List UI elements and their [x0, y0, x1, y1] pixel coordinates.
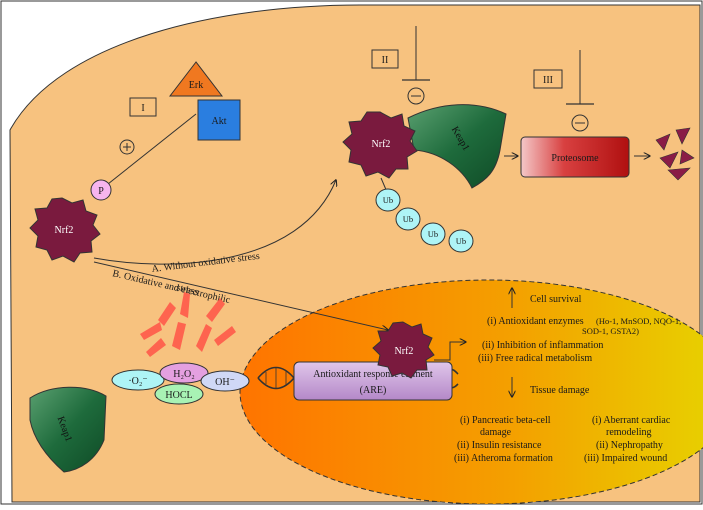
degraded-fragments — [655, 127, 695, 181]
nucleus — [239, 279, 703, 505]
ub-circle-3: Ub — [420, 222, 446, 246]
svg-text:Erk: Erk — [189, 80, 203, 91]
svg-text:Proteosome: Proteosome — [551, 153, 599, 164]
roman-ii-box: II — [371, 49, 399, 69]
damage-right-ii: (ii) Nephropathy — [596, 440, 663, 451]
svg-text:Nrf2: Nrf2 — [372, 139, 391, 150]
damage-left-ii: (ii) Insulin resistance — [457, 440, 542, 451]
are-output-arrow — [434, 342, 466, 361]
damage-right-i: (i) Aberrant cardiac — [592, 415, 671, 426]
svg-text:Ub: Ub — [456, 236, 466, 246]
are-box: Antioxidant response element (ARE) — [293, 361, 453, 401]
keap1-bound: Keap1 — [407, 104, 507, 189]
svg-text:Antioxidant response element: Antioxidant response element — [313, 369, 433, 380]
ros-burst — [140, 292, 236, 357]
svg-text:III: III — [543, 75, 553, 86]
nrf2-cytoplasm: Nrf2 — [29, 197, 101, 263]
tissue-damage-label: Tissue damage — [530, 385, 590, 396]
svg-text:Akt: Akt — [212, 116, 227, 127]
svg-text:H₂O₂: H₂O₂ — [173, 369, 194, 380]
activation-line — [107, 113, 197, 185]
pathway-a-arrow — [93, 180, 336, 265]
erk-triangle: Erk — [168, 61, 224, 97]
ub-circle-1: Ub — [375, 188, 401, 212]
roman-i-box: I — [129, 97, 157, 117]
keap1-free: Keap1 — [29, 386, 107, 473]
ros-hocl: HOCL — [154, 383, 204, 405]
svg-text:I: I — [141, 103, 144, 114]
damage-right-i-cont: remodeling — [606, 427, 652, 438]
minus-icon-ii — [407, 87, 425, 105]
pathway-b-arrow — [93, 261, 388, 330]
nrf2-bound: Nrf2 — [342, 111, 418, 179]
svg-text:·O₂⁻: ·O₂⁻ — [128, 376, 147, 387]
svg-text:Ub: Ub — [383, 195, 393, 205]
damage-left-i: (i) Pancreatic beta-cell — [460, 415, 551, 426]
roman-iii-box: III — [533, 69, 563, 89]
proteosome: Proteosome — [520, 136, 630, 178]
svg-text:Ub: Ub — [403, 214, 413, 224]
minus-icon-iii — [571, 114, 589, 132]
svg-text:OH⁻: OH⁻ — [215, 377, 235, 388]
pathway-b-label-2: stress — [175, 282, 199, 298]
cell-survival-label: Cell survival — [530, 294, 582, 305]
ros-oh: OH⁻ — [200, 370, 250, 392]
survival-item-i-detail: (Ho-1, MnSOD, NQO-1, — [596, 316, 681, 326]
damage-left-iii: (iii) Atheroma formation — [454, 453, 553, 464]
damage-right-iii: (iii) Impaired wound — [584, 453, 667, 464]
svg-text:P: P — [98, 186, 104, 197]
ros-h2o2: H₂O₂ — [159, 362, 209, 384]
survival-item-ii: (ii) Inhibition of inflammation — [482, 340, 603, 351]
svg-text:Nrf2: Nrf2 — [395, 346, 414, 357]
survival-item-iii: (iii) Free radical metabolism — [478, 353, 592, 364]
svg-text:Ub: Ub — [428, 229, 438, 239]
phosphate-circle: P — [90, 179, 112, 201]
survival-item-i: (i) Antioxidant enzymes — [487, 316, 584, 327]
akt-square: Akt — [197, 99, 241, 141]
svg-text:II: II — [382, 55, 389, 66]
svg-text:HOCL: HOCL — [165, 390, 192, 401]
plus-icon — [119, 139, 135, 155]
ub-circle-4: Ub — [448, 229, 474, 253]
svg-text:(ARE): (ARE) — [360, 385, 387, 396]
ub-circle-2: Ub — [395, 207, 421, 231]
survival-item-i-detail-2: SOD-1, GSTA2) — [582, 326, 639, 336]
nrf2-nucleus: Nrf2 — [372, 321, 435, 379]
damage-left-i-cont: damage — [480, 427, 512, 438]
ros-o2: ·O₂⁻ — [111, 369, 165, 391]
svg-text:Nrf2: Nrf2 — [55, 225, 74, 236]
